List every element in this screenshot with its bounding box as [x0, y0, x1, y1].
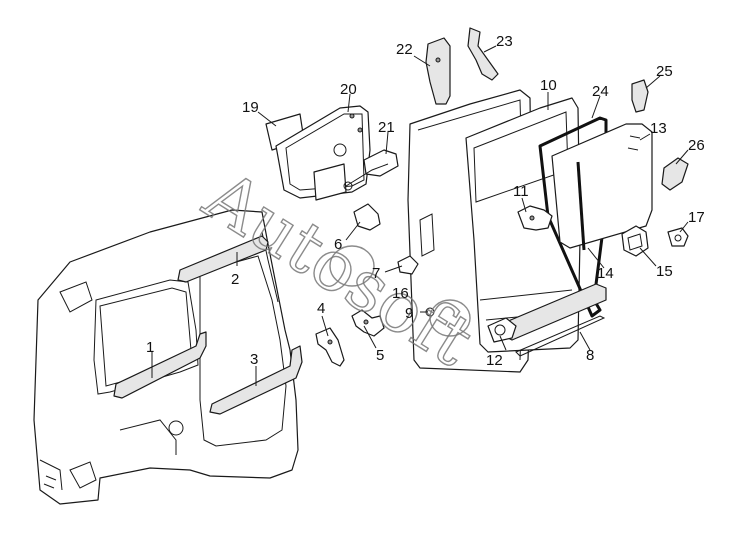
part-3-sill-strip	[209, 345, 303, 415]
part-17-cap	[667, 227, 689, 247]
part-13-glass	[551, 123, 653, 249]
part-14-channel	[576, 161, 586, 251]
part-2-upper-strip	[177, 235, 269, 283]
callout-16: 16	[392, 285, 409, 302]
callout-4: 4	[317, 300, 325, 317]
part-5-hinge	[351, 309, 385, 337]
callout-26: 26	[688, 137, 705, 154]
callout-6: 6	[334, 236, 342, 253]
part-15-fuel-flap	[621, 225, 649, 257]
callout-24: 24	[592, 83, 609, 100]
callout-12: 12	[486, 352, 503, 369]
callout-9: 9	[405, 305, 413, 322]
part-20-inner-panel	[275, 105, 371, 201]
callout-22: 22	[396, 41, 413, 58]
callout-17: 17	[688, 209, 705, 226]
callout-2: 2	[231, 271, 239, 288]
callout-3: 3	[250, 351, 258, 368]
part-21-lock	[343, 149, 399, 191]
callout-5: 5	[376, 347, 384, 364]
leader-lines	[151, 45, 689, 386]
part-12-roller	[487, 317, 517, 343]
callout-labels: 1 2 3 4 5 6 7 8 9 10 11 12 13 14 15 16 1…	[146, 33, 705, 369]
callout-13: 13	[650, 120, 667, 137]
part-7-clip	[397, 255, 419, 275]
part-26-bracket	[661, 157, 689, 191]
callout-7: 7	[372, 265, 380, 282]
callout-23: 23	[496, 33, 513, 50]
part-11-latch	[517, 205, 553, 231]
callout-11: 11	[513, 183, 529, 200]
callout-10: 10	[540, 77, 557, 94]
callout-25: 25	[656, 63, 673, 80]
part-23-bracket	[467, 27, 499, 81]
part-4-bracket	[315, 327, 345, 367]
callout-15: 15	[656, 263, 673, 280]
callout-1: 1	[146, 339, 154, 356]
part-22-bracket	[425, 37, 451, 105]
part-1-sill-strip	[113, 331, 207, 399]
callout-14: 14	[597, 265, 614, 282]
callout-21: 21	[378, 119, 395, 136]
part-6-striker	[353, 203, 381, 231]
callout-20: 20	[340, 81, 357, 98]
part-25-bracket	[631, 79, 649, 113]
callout-19: 19	[242, 99, 259, 116]
callout-8: 8	[586, 347, 594, 364]
